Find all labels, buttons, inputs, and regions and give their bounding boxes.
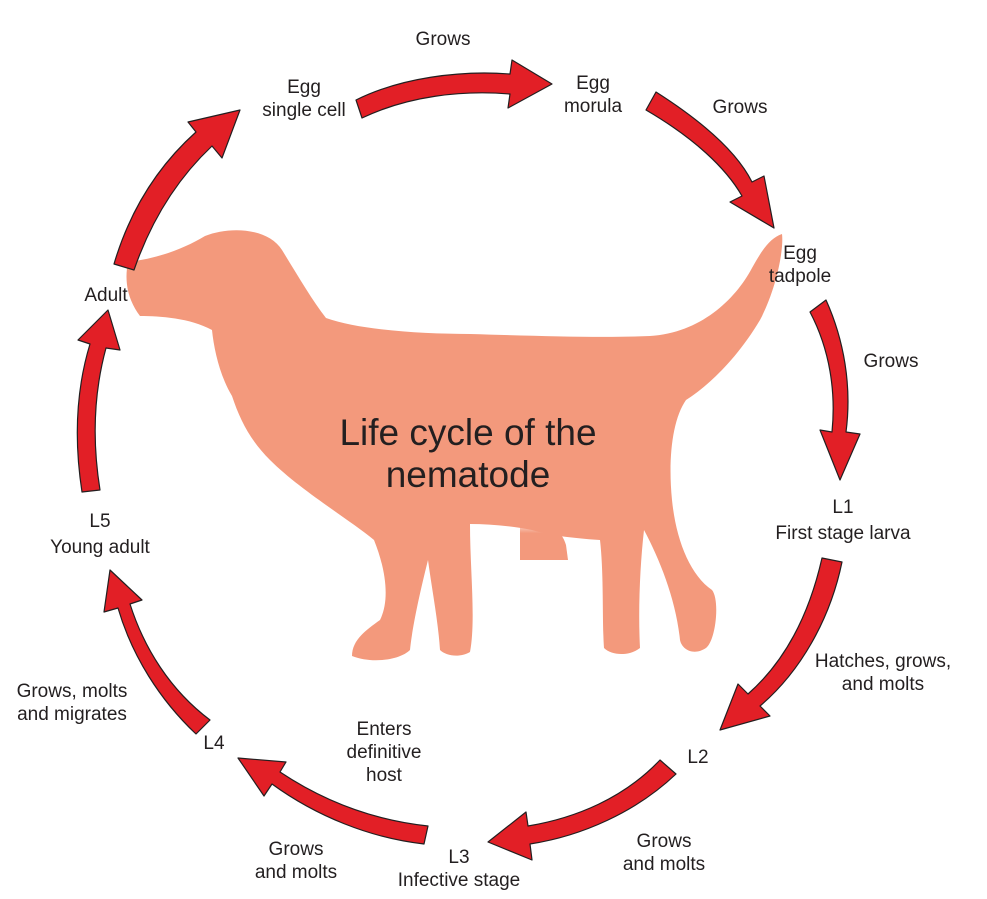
stage-l3: L3 Infective stage xyxy=(398,846,521,892)
transition-grows-molts-l2: Grows and molts xyxy=(623,830,705,876)
transition-grows-3: Grows xyxy=(864,350,919,373)
stage-l2-line1: L2 xyxy=(687,747,709,768)
arrow-l1-to-l2 xyxy=(719,557,843,731)
stage-l1-line1: L1 xyxy=(832,497,854,518)
stage-egg-morula-line1: Egg xyxy=(576,73,610,94)
stage-l4-line1: L4 xyxy=(203,733,225,754)
transition-host-line2: definitive xyxy=(346,742,422,763)
title-line-1: Life cycle of the xyxy=(339,412,597,453)
cycle-arrows xyxy=(76,59,861,861)
transition-migrates-line2: and migrates xyxy=(17,704,127,725)
transition-grows-2-line1: Grows xyxy=(712,97,768,118)
dog-hind-leg-fade xyxy=(520,518,568,560)
title-line-2: nematode xyxy=(385,454,551,495)
transition-hatches-line2: and molts xyxy=(841,674,925,695)
transition-grows-3-line1: Grows xyxy=(863,351,919,372)
stage-l1-line2: First stage larva xyxy=(775,523,911,544)
stage-egg-single-line2: single cell xyxy=(262,100,346,121)
transition-grows-molts-l2-line1: Grows xyxy=(636,831,692,852)
transition-hatches-line1: Hatches, grows, xyxy=(814,651,952,672)
transition-grows-molts-l3-line2: and molts xyxy=(254,862,338,883)
stage-l4: L4 xyxy=(203,732,224,755)
dog-cat-silhouette xyxy=(126,230,783,661)
stage-l5-line1: L5 xyxy=(89,511,111,532)
transition-grows-molts-l3-line1: Grows xyxy=(268,839,324,860)
stage-egg-single-line1: Egg xyxy=(287,77,321,98)
stage-l2: L2 xyxy=(687,746,708,769)
arrow-l4-to-l5 xyxy=(103,569,211,735)
stage-egg-tadpole-line1: Egg xyxy=(783,243,817,264)
transition-grows-2: Grows xyxy=(713,96,768,119)
stage-egg-morula: Egg morula xyxy=(564,72,622,118)
arrow-single-to-morula xyxy=(355,59,553,119)
transition-grows-1: Grows xyxy=(416,28,471,51)
transition-grows-molts-migrates: Grows, molts and migrates xyxy=(17,680,128,726)
transition-grows-1-line1: Grows xyxy=(415,29,471,50)
dog-silhouette xyxy=(126,230,783,661)
stage-egg-tadpole: Egg tadpole xyxy=(769,242,831,288)
stage-egg-single-cell: Egg single cell xyxy=(262,76,345,122)
stage-l3-line2: Infective stage xyxy=(397,870,521,891)
stage-egg-morula-line2: morula xyxy=(563,96,623,117)
stage-l1: L1 First stage larva xyxy=(775,496,910,545)
stage-l5-line2: Young adult xyxy=(50,537,150,558)
stage-l5: L5 Young adult xyxy=(50,510,150,559)
arrow-adult-to-single xyxy=(113,109,241,271)
transition-grows-molts-l3: Grows and molts xyxy=(255,838,337,884)
transition-host-line1: Enters xyxy=(356,719,412,740)
transition-hatches: Hatches, grows, and molts xyxy=(815,650,951,696)
stage-adult: Adult xyxy=(84,284,127,307)
arrow-tadpole-to-l1 xyxy=(809,299,861,481)
transition-grows-molts-l2-line2: and molts xyxy=(622,854,706,875)
arrow-l5-to-adult xyxy=(76,309,121,493)
arrow-l2-to-l3 xyxy=(487,759,677,861)
stage-adult-line1: Adult xyxy=(84,285,128,306)
transition-host-line3: host xyxy=(366,765,402,786)
stage-l3-line1: L3 xyxy=(448,847,470,868)
transition-enters-host: Enters definitive host xyxy=(347,718,422,787)
arrow-morula-to-tadpole xyxy=(645,91,775,229)
transition-migrates-line1: Grows, molts xyxy=(16,681,128,702)
diagram-title: Life cycle of the nematode xyxy=(339,412,596,496)
stage-egg-tadpole-line2: tadpole xyxy=(768,266,832,287)
arrow-l3-to-l4 xyxy=(237,757,429,845)
